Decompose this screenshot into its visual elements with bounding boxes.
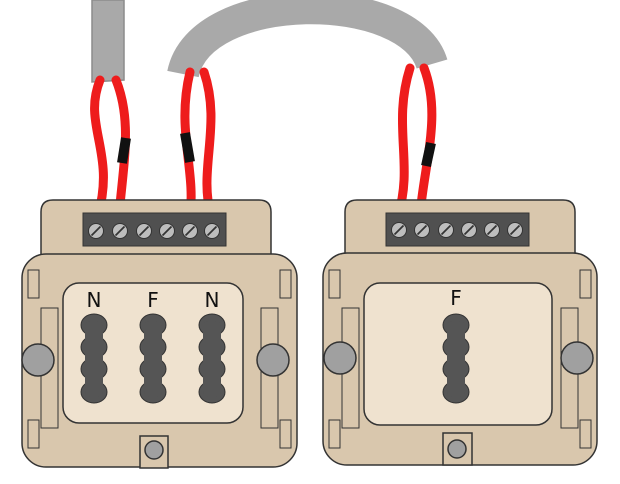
mount-hole-right-r <box>560 341 594 375</box>
socket-right: 1 2 3 4 5 6 F <box>322 199 598 466</box>
wires-jumper-left <box>180 67 216 220</box>
socket-right-side-notch-l-top <box>328 269 341 299</box>
terminal-screws-right <box>391 222 523 238</box>
wires-incoming <box>90 75 131 220</box>
slot-label-n-left: N <box>87 288 102 312</box>
contact-slot-f <box>442 313 470 404</box>
cable-incoming <box>91 0 125 83</box>
mount-hole-left-r <box>256 343 290 377</box>
terminal-screw-3 <box>438 222 454 238</box>
socket-left: 1 2 3 4 5 6 N F N <box>21 199 298 469</box>
wire-band-incoming-b <box>117 137 131 164</box>
terminal-screws-left <box>88 223 220 239</box>
terminal-screw-2 <box>414 222 430 238</box>
terminal-screw-6 <box>204 223 220 239</box>
terminal-screw-5 <box>182 223 198 239</box>
socket-right-side-notch-r-bottom <box>579 419 592 449</box>
terminal-screw-1 <box>88 223 104 239</box>
mount-hole-right-bottom <box>447 439 467 459</box>
terminal-screw-1 <box>391 222 407 238</box>
wire-band-jumper-left <box>180 132 195 163</box>
wire-incoming-a <box>90 75 108 220</box>
socket-right-side-notch-r-top <box>579 269 592 299</box>
contact-slot-n-right <box>198 313 226 404</box>
wires-jumper-right <box>393 63 437 220</box>
socket-left-side-notch-l-bottom <box>27 419 40 449</box>
mount-hole-right-l <box>323 341 357 375</box>
socket-left-side-notch-l-top <box>27 269 40 299</box>
wire-jumper-left-b <box>199 67 216 220</box>
wire-band-jumper-right <box>421 141 436 168</box>
wire-jumper-right-b <box>415 63 437 220</box>
cable-jumper <box>167 0 448 79</box>
terminal-screw-5 <box>484 222 500 238</box>
terminal-screw-4 <box>159 223 175 239</box>
slot-label-f: F <box>450 286 462 310</box>
mount-hole-left-bottom <box>144 440 164 460</box>
terminal-screw-6 <box>507 222 523 238</box>
mount-hole-left-l <box>21 343 55 377</box>
contact-slot-n-left <box>80 313 108 404</box>
terminal-screw-2 <box>112 223 128 239</box>
socket-right-side-notch-l-bottom <box>328 419 341 449</box>
wire-jumper-right-a <box>393 63 415 220</box>
socket-left-side-notch-r-bottom <box>279 419 292 449</box>
socket-left-side-notch-r-top <box>279 269 292 299</box>
slot-label-f-left: F <box>147 288 159 312</box>
contact-slot-f <box>139 313 167 404</box>
terminal-block-left <box>82 212 227 247</box>
terminal-screw-3 <box>136 223 152 239</box>
terminal-block-right <box>385 212 530 247</box>
slot-label-n-right: N <box>205 288 220 312</box>
terminal-screw-4 <box>461 222 477 238</box>
